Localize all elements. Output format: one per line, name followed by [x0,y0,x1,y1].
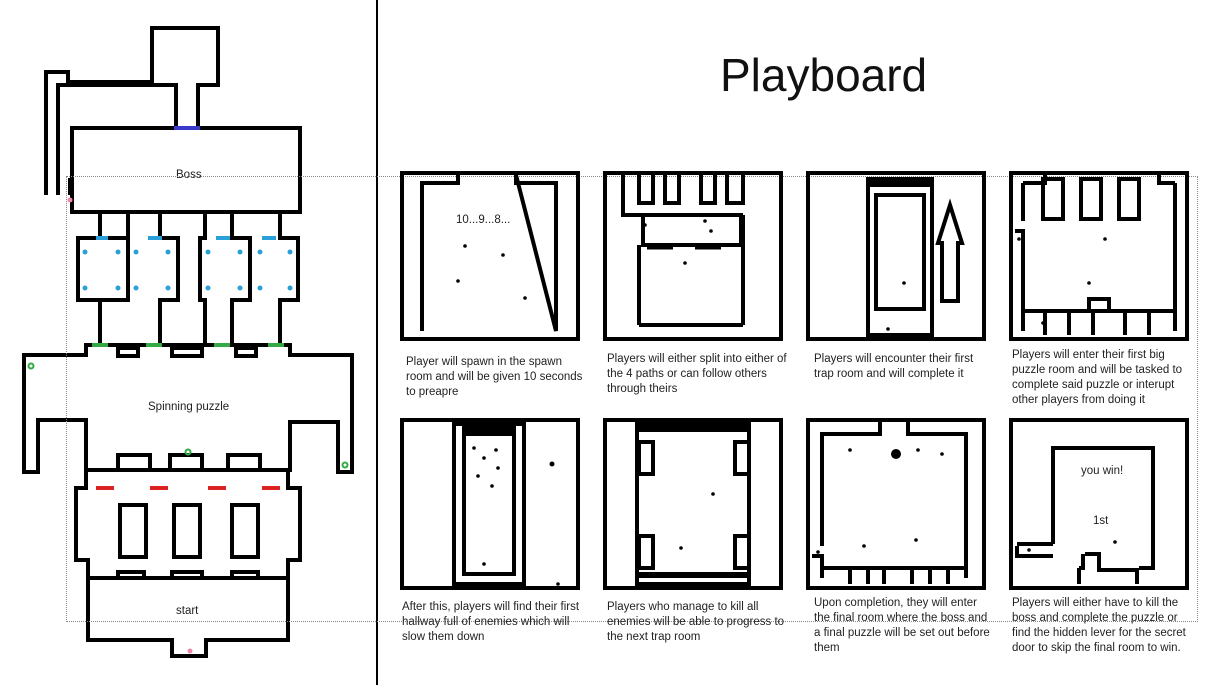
panel-1-countdown: 10...9...8... [456,214,510,226]
panel-3-caption: Players will encounter their first trap … [814,353,974,380]
panel-1-caption: Player will spawn in the spawn room and … [406,356,583,398]
selection-frame [66,176,1198,622]
panel-6-second-trap-room [603,418,783,590]
panel-8-place-text: 1st [1093,515,1109,527]
panel-5-enemy-hallway [400,418,580,590]
panel-5-caption: After this, players will find their firs… [402,601,580,643]
panel-1-spawn-room: 10...9...8... [400,171,580,341]
panel-3-trap-room [806,171,986,341]
panel-2-caption: Players will either split into either of… [607,353,787,395]
panel-8-win-text: you win! [1081,465,1123,477]
page-title: Playboard [720,49,928,101]
dungeon-map: Boss Spinning puzzle start [22,0,378,685]
panel-8-caption: Players will either have to kill the bos… [1012,597,1186,654]
boss-label: Boss [176,169,202,181]
panel-7-caption: Upon completion, they will enter the fin… [814,597,990,654]
panel-4-big-puzzle-room [1009,171,1189,341]
panel-7-final-room [806,418,986,590]
start-label: start [176,605,199,617]
panel-4-caption: Players will enter their first big puzzl… [1012,349,1183,406]
spinning-puzzle-label: Spinning puzzle [148,401,229,413]
panel-2-four-paths [603,171,783,341]
panel-8-win-room: you win! 1st [1009,418,1189,590]
panel-6-caption: Players who manage to kill all enemies w… [607,601,785,643]
